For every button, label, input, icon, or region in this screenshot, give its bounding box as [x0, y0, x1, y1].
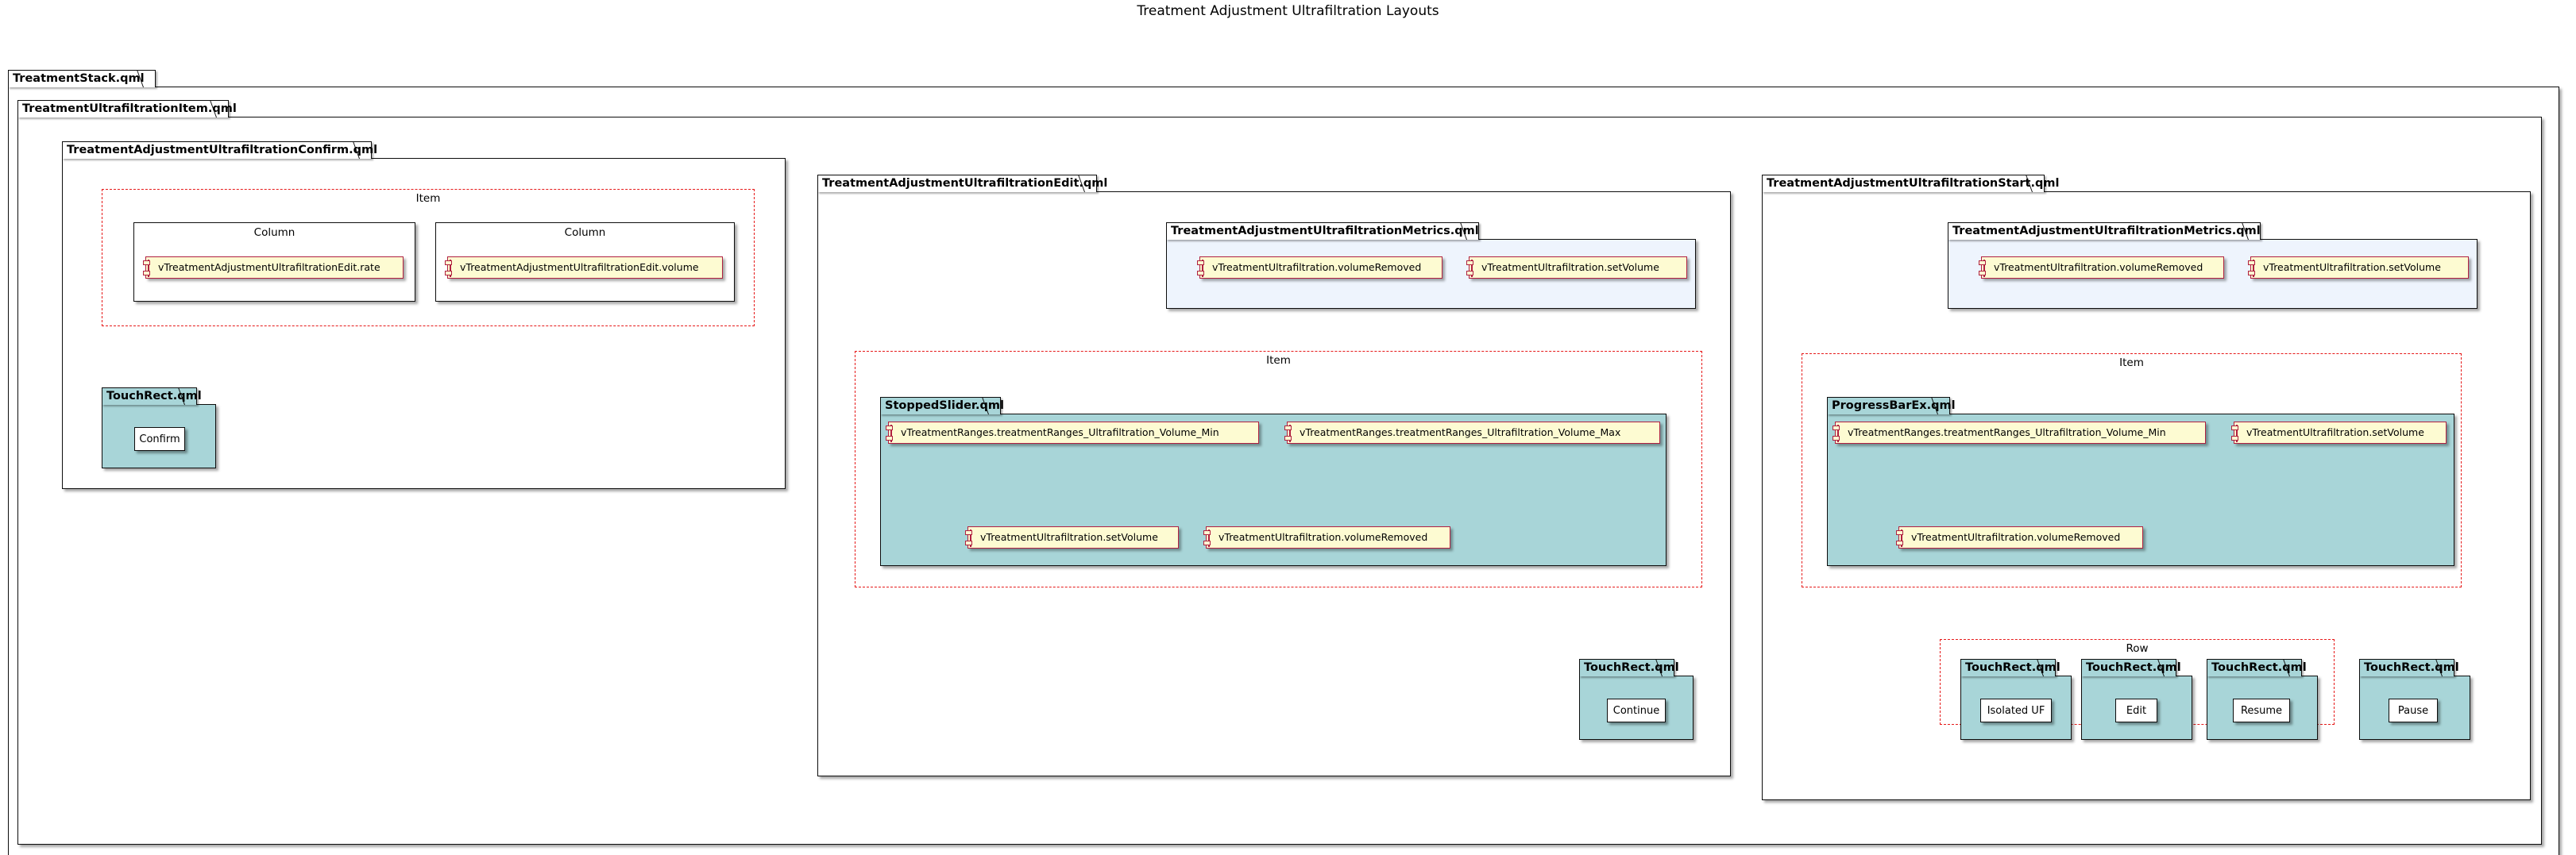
component-icon	[2248, 260, 2258, 277]
component-slider-volume-min[interactable]: vTreatmentRanges.treatmentRanges_Ultrafi…	[886, 422, 1259, 444]
component-icon	[1896, 530, 1906, 547]
component-icon	[1833, 425, 1843, 442]
component-label: vTreatmentAdjustmentUltrafiltrationEdit.…	[158, 261, 380, 273]
package-tab-treatment-stack: TreatmentStack.qml	[8, 70, 156, 87]
page-title: Treatment Adjustment Ultrafiltration Lay…	[1137, 3, 1439, 19]
resume-button[interactable]: Resume	[2233, 699, 2290, 722]
component-progress-volume-min[interactable]: vTreatmentRanges.treatmentRanges_Ultrafi…	[1833, 422, 2206, 444]
package-tab-touchrect-resume: TouchRect.qml	[2207, 659, 2307, 676]
group-start-item: Item	[1802, 353, 2462, 587]
component-icon	[1197, 260, 1207, 277]
group-edit-item: Item	[855, 351, 1702, 587]
component-label: vTreatmentAdjustmentUltrafiltrationEdit.…	[460, 261, 699, 273]
package-tab-metrics-start: TreatmentAdjustmentUltrafiltrationMetric…	[1948, 222, 2261, 240]
continue-button[interactable]: Continue	[1607, 699, 1666, 722]
component-start-metrics-volume-removed[interactable]: vTreatmentUltrafiltration.volumeRemoved	[1979, 256, 2224, 279]
component-icon	[965, 530, 975, 547]
component-edit-metrics-set-volume[interactable]: vTreatmentUltrafiltration.setVolume	[1466, 256, 1687, 279]
group-label-start-item: Item	[2119, 356, 2144, 369]
node-label-column-volume: Column	[564, 226, 606, 239]
package-tab-touchrect-isolated-uf: TouchRect.qml	[1960, 659, 2060, 676]
component-confirm-volume[interactable]: vTreatmentAdjustmentUltrafiltrationEdit.…	[445, 256, 723, 279]
component-label: vTreatmentUltrafiltration.volumeRemoved	[1994, 261, 2203, 273]
component-progress-volume-removed[interactable]: vTreatmentUltrafiltration.volumeRemoved	[1896, 526, 2143, 549]
edit-button[interactable]: Edit	[2115, 699, 2157, 722]
node-label-column-rate: Column	[253, 226, 295, 239]
group-label-edit-item: Item	[1266, 354, 1291, 367]
package-tab-touchrect-confirm: TouchRect.qml	[102, 387, 202, 405]
package-body-confirm	[62, 158, 786, 489]
package-tab-stopped-slider: StoppedSlider.qml	[880, 397, 1004, 414]
group-label-confirm-item: Item	[415, 192, 441, 205]
component-icon	[886, 425, 896, 442]
component-label: vTreatmentUltrafiltration.setVolume	[980, 531, 1158, 543]
package-tab-progress-bar-ex: ProgressBarEx.qml	[1827, 397, 1956, 414]
package-tab-treatment-ultrafiltration-item: TreatmentUltrafiltrationItem.qml	[17, 100, 237, 117]
component-label: vTreatmentRanges.treatmentRanges_Ultrafi…	[1300, 426, 1621, 438]
package-tab-touchrect-pause: TouchRect.qml	[2359, 659, 2459, 676]
component-slider-volume-removed[interactable]: vTreatmentUltrafiltration.volumeRemoved	[1203, 526, 1450, 549]
package-tab-confirm: TreatmentAdjustmentUltrafiltrationConfir…	[62, 141, 377, 159]
isolated-uf-button[interactable]: Isolated UF	[1980, 699, 2052, 722]
component-label: vTreatmentUltrafiltration.setVolume	[2246, 426, 2424, 438]
component-icon	[2231, 425, 2242, 442]
component-icon	[1466, 260, 1477, 277]
component-label: vTreatmentUltrafiltration.volumeRemoved	[1212, 261, 1422, 273]
component-start-metrics-set-volume[interactable]: vTreatmentUltrafiltration.setVolume	[2248, 256, 2469, 279]
pause-button[interactable]: Pause	[2389, 699, 2438, 722]
component-label: vTreatmentRanges.treatmentRanges_Ultrafi…	[901, 426, 1219, 438]
component-label: vTreatmentUltrafiltration.volumeRemoved	[1911, 531, 2121, 543]
component-label: vTreatmentRanges.treatmentRanges_Ultrafi…	[1848, 426, 2166, 438]
component-slider-volume-max[interactable]: vTreatmentRanges.treatmentRanges_Ultrafi…	[1284, 422, 1660, 444]
component-icon	[445, 260, 455, 277]
group-confirm-item: Item	[102, 189, 755, 326]
component-edit-metrics-volume-removed[interactable]: vTreatmentUltrafiltration.volumeRemoved	[1197, 256, 1442, 279]
component-label: vTreatmentUltrafiltration.volumeRemoved	[1218, 531, 1428, 543]
group-label-start-row: Row	[2126, 642, 2149, 655]
component-icon	[1203, 530, 1214, 547]
component-confirm-rate[interactable]: vTreatmentAdjustmentUltrafiltrationEdit.…	[143, 256, 404, 279]
component-slider-set-volume[interactable]: vTreatmentUltrafiltration.setVolume	[965, 526, 1179, 549]
package-tab-touchrect-edit: TouchRect.qml	[2081, 659, 2181, 676]
component-icon	[143, 260, 153, 277]
component-progress-set-volume[interactable]: vTreatmentUltrafiltration.setVolume	[2231, 422, 2447, 444]
package-tab-metrics-edit: TreatmentAdjustmentUltrafiltrationMetric…	[1166, 222, 1479, 240]
confirm-button[interactable]: Confirm	[134, 427, 185, 451]
component-icon	[1979, 260, 1989, 277]
component-label: vTreatmentUltrafiltration.setVolume	[1481, 261, 1659, 273]
package-tab-start: TreatmentAdjustmentUltrafiltrationStart.…	[1762, 175, 2059, 192]
component-icon	[1284, 425, 1295, 442]
package-tab-touchrect-continue: TouchRect.qml	[1579, 659, 1679, 676]
package-tab-edit: TreatmentAdjustmentUltrafiltrationEdit.q…	[817, 175, 1107, 192]
component-label: vTreatmentUltrafiltration.setVolume	[2263, 261, 2441, 273]
